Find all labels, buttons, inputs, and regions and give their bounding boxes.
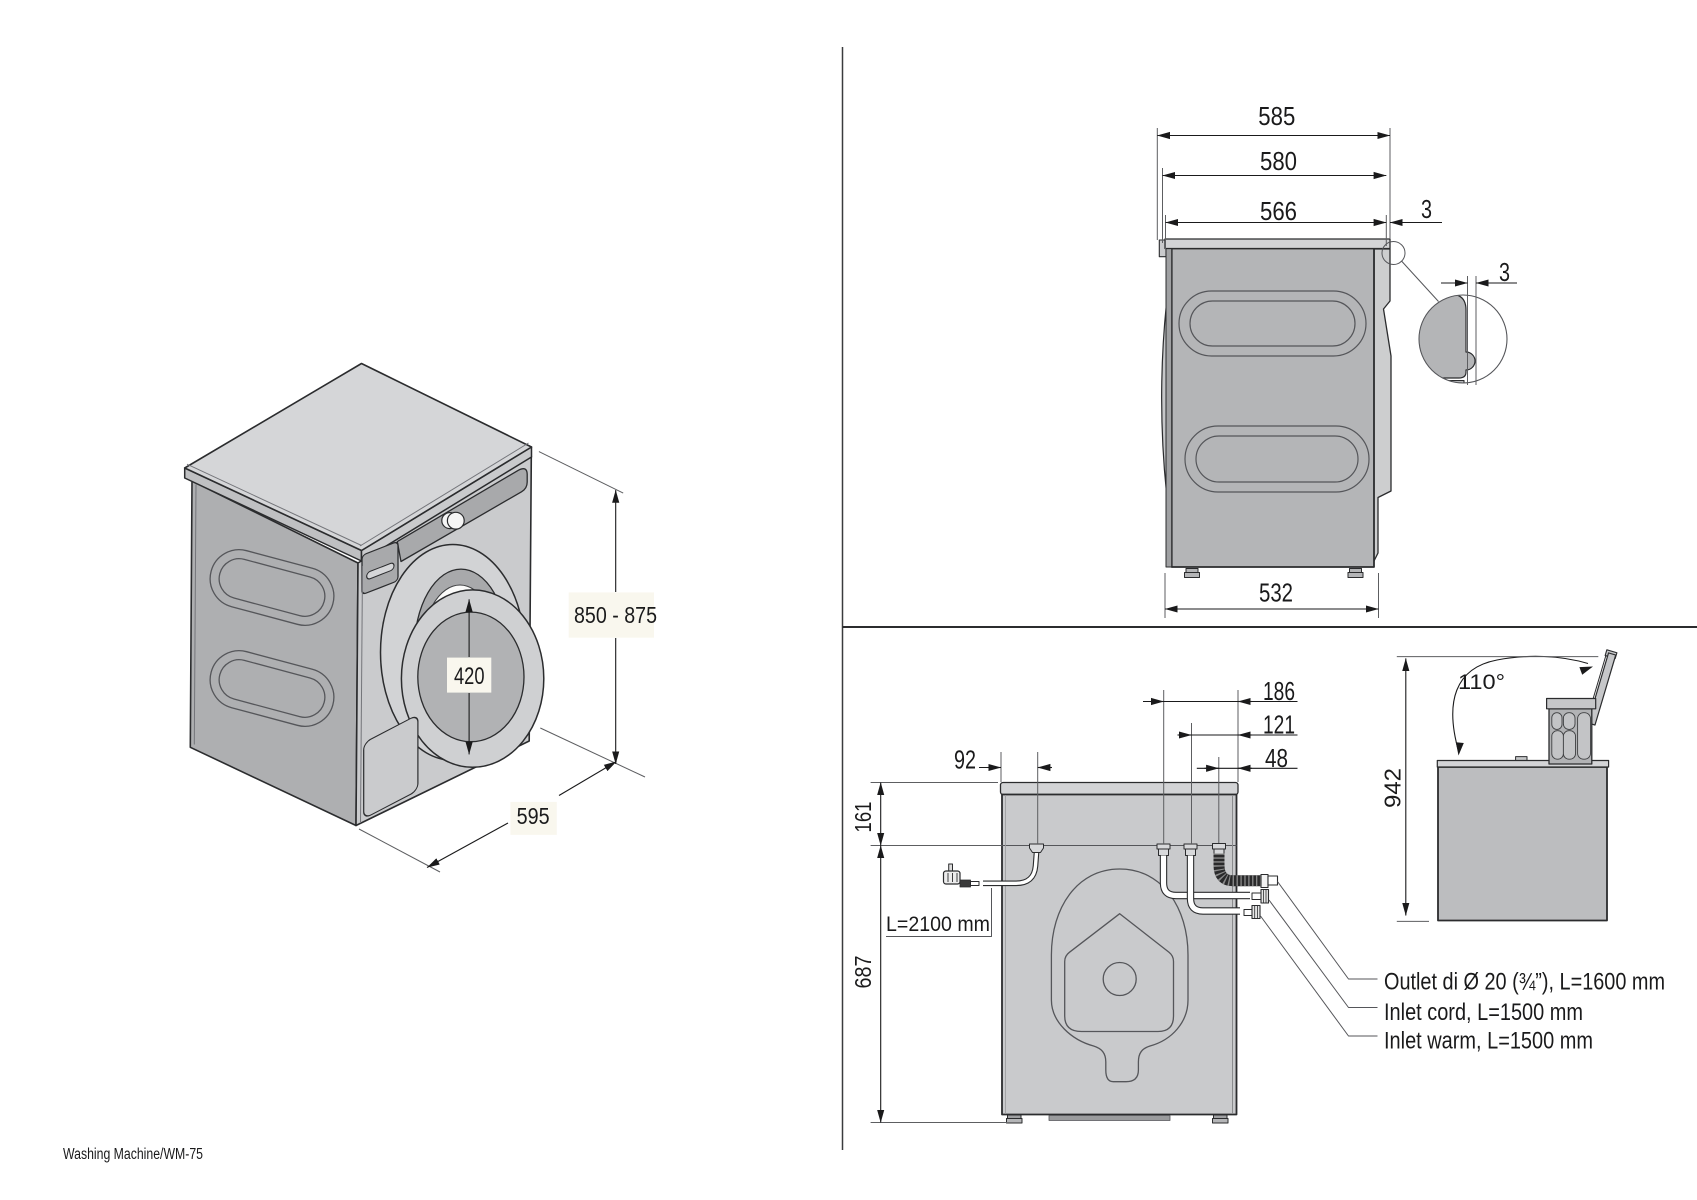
svg-text:850 - 875: 850 - 875 [574,602,657,628]
svg-text:186: 186 [1263,678,1295,706]
svg-text:687: 687 [850,956,876,989]
svg-text:585: 585 [1258,103,1295,131]
svg-text:942: 942 [1380,768,1406,808]
svg-text:110°: 110° [1458,670,1505,694]
svg-text:580: 580 [1260,148,1297,176]
svg-text:48: 48 [1265,745,1288,773]
svg-text:121: 121 [1263,712,1295,740]
svg-text:Inlet warm, L=1500 mm: Inlet warm, L=1500 mm [1384,1028,1593,1055]
svg-text:92: 92 [954,747,976,775]
svg-text:161: 161 [850,802,876,833]
svg-text:L=2100 mm: L=2100 mm [886,912,990,936]
svg-text:Washing Machine/WM-75: Washing Machine/WM-75 [63,1146,203,1163]
svg-text:Inlet cord, L=1500 mm: Inlet cord, L=1500 mm [1384,999,1583,1026]
svg-text:3: 3 [1421,196,1432,224]
svg-text:595: 595 [517,803,550,829]
svg-text:420: 420 [454,663,485,690]
svg-text:532: 532 [1259,580,1293,608]
svg-text:3: 3 [1499,259,1510,287]
svg-text:Outlet di Ø 20 (¾”), L=1600 mm: Outlet di Ø 20 (¾”), L=1600 mm [1384,969,1665,996]
svg-text:566: 566 [1260,198,1297,226]
